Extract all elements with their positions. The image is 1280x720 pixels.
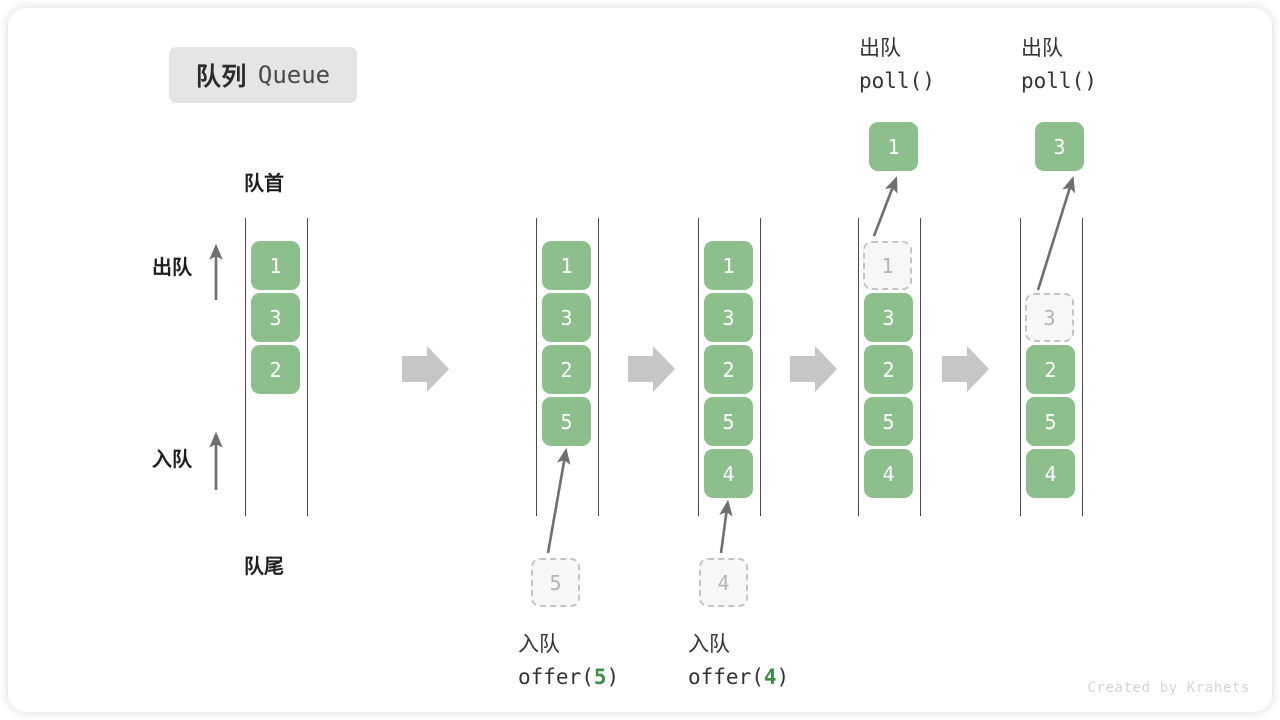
popped-element: 1 <box>869 122 918 171</box>
flow-arrow <box>402 346 449 392</box>
queue-rail-right-stage-4 <box>920 218 921 516</box>
enqueue-direction-label: 入队 <box>152 447 192 471</box>
enqueue-arrow-stage-3 <box>719 499 733 554</box>
dequeued-element-ghost: 1 <box>863 241 912 290</box>
queue-element: 5 <box>864 397 913 446</box>
queue-head-label: 队首 <box>244 171 284 195</box>
queue-element: 1 <box>251 241 300 290</box>
stage-caption-offer-4: 入队 offer(4) <box>688 628 789 693</box>
stage-caption-code: offer(4) <box>688 661 789 694</box>
stage-caption-poll-3: 出队 poll() <box>1021 32 1097 97</box>
queue-rail-left-stage-3 <box>698 218 699 516</box>
queue-tail-label: 队尾 <box>244 554 284 578</box>
stage-caption-code: poll() <box>859 68 935 93</box>
queue-element: 3 <box>542 293 591 342</box>
queue-rail-right-stage-1 <box>307 218 308 516</box>
queue-rail-left-stage-4 <box>858 218 859 516</box>
incoming-element-ghost: 5 <box>531 558 580 607</box>
incoming-element-ghost: 4 <box>699 558 748 607</box>
queue-element: 2 <box>1026 345 1075 394</box>
queue-element: 1 <box>704 241 753 290</box>
queue-rail-left-stage-5 <box>1020 218 1021 516</box>
stage-caption-cn: 出队 <box>859 36 901 60</box>
stage-caption-cn: 出队 <box>1021 36 1063 60</box>
queue-element: 5 <box>1026 397 1075 446</box>
queue-element: 2 <box>704 345 753 394</box>
queue-rail-right-stage-2 <box>598 218 599 516</box>
title-en: Queue <box>257 61 331 89</box>
popped-element: 3 <box>1035 122 1084 171</box>
dequeue-direction-label: 出队 <box>152 255 192 279</box>
code-arg: 4 <box>763 664 777 689</box>
flow-arrow <box>790 346 837 392</box>
queue-element: 2 <box>251 345 300 394</box>
flow-arrow <box>628 346 675 392</box>
code-suffix: ) <box>776 664 790 689</box>
queue-element: 2 <box>542 345 591 394</box>
stage-caption-code: offer(5) <box>518 661 619 694</box>
stage-caption-cn: 入队 <box>688 632 730 656</box>
queue-element: 3 <box>704 293 753 342</box>
queue-element: 2 <box>864 345 913 394</box>
dequeue-arrow-stage-4 <box>872 176 898 237</box>
queue-rail-right-stage-5 <box>1082 218 1083 516</box>
code-suffix: ) <box>606 664 620 689</box>
code-prefix: offer( <box>688 664 764 689</box>
queue-rail-right-stage-3 <box>760 218 761 516</box>
enqueue-arrow-stage-2 <box>546 447 571 554</box>
stage-caption-poll-1: 出队 poll() <box>859 32 935 97</box>
stage-caption-code: poll() <box>1021 68 1097 93</box>
queue-element: 4 <box>864 449 913 498</box>
diagram-canvas: 队列 Queue 队首 队尾 出队 入队 1 3 2 1 3 2 5 5 入队 … <box>8 8 1272 712</box>
code-arg: 5 <box>593 664 607 689</box>
diagram-title-chip: 队列 Queue <box>169 47 357 103</box>
flow-arrow <box>942 346 989 392</box>
queue-element: 1 <box>542 241 591 290</box>
queue-element: 5 <box>704 397 753 446</box>
queue-element: 4 <box>1026 449 1075 498</box>
queue-rail-left-stage-1 <box>245 218 246 516</box>
queue-element: 3 <box>864 293 913 342</box>
stage-caption-cn: 入队 <box>518 632 560 656</box>
title-cn: 队列 <box>195 62 247 91</box>
queue-element: 5 <box>542 397 591 446</box>
queue-element: 4 <box>704 449 753 498</box>
dequeue-arrow-stage-5 <box>1036 176 1076 291</box>
dequeued-element-ghost: 3 <box>1025 293 1074 342</box>
watermark-credit: Created by Krahets <box>1087 680 1250 696</box>
queue-element: 3 <box>251 293 300 342</box>
queue-rail-left-stage-2 <box>536 218 537 516</box>
code-prefix: offer( <box>518 664 594 689</box>
stage-caption-offer-5: 入队 offer(5) <box>518 628 619 693</box>
